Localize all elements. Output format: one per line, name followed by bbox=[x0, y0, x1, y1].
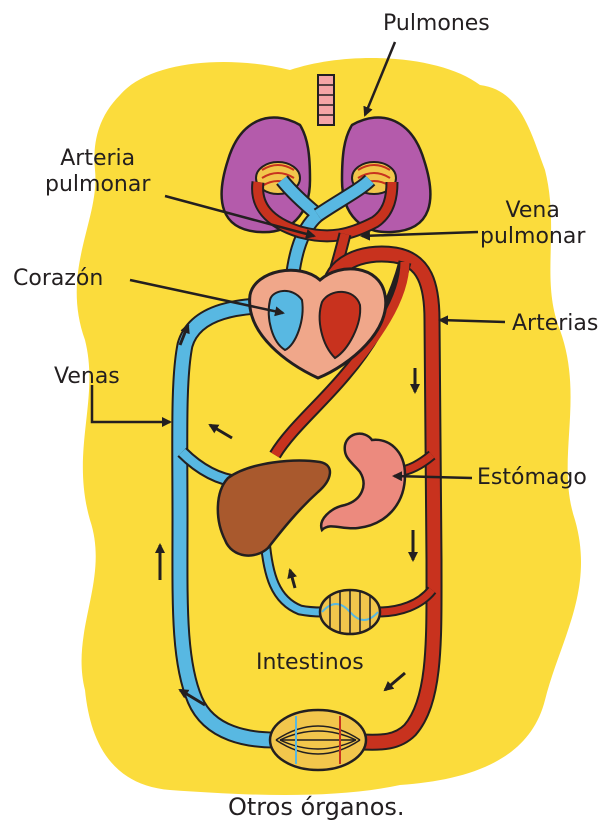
label-vena-pulmonar-line1: Vena bbox=[480, 198, 585, 224]
label-venas: Venas bbox=[54, 364, 120, 390]
label-intestinos: Intestinos bbox=[256, 650, 364, 676]
intestines-capillaries bbox=[320, 590, 380, 634]
label-pulmones: Pulmones bbox=[383, 11, 490, 37]
label-arterias: Arterias bbox=[512, 311, 598, 337]
label-arteria-pulmonar: Arteria pulmonar bbox=[45, 146, 150, 198]
label-corazon: Corazón bbox=[13, 266, 103, 292]
label-vena-pulmonar-line2: pulmonar bbox=[480, 224, 585, 250]
label-otros-organos: Otros órganos. bbox=[228, 794, 405, 820]
label-arteria-pulmonar-line2: pulmonar bbox=[45, 172, 150, 198]
other-organs-capillaries bbox=[270, 710, 366, 770]
trachea bbox=[318, 75, 334, 125]
label-arteria-pulmonar-line1: Arteria bbox=[45, 146, 150, 172]
label-vena-pulmonar: Vena pulmonar bbox=[480, 198, 585, 250]
label-estomago: Estómago bbox=[477, 465, 587, 491]
background-blob bbox=[77, 58, 581, 795]
